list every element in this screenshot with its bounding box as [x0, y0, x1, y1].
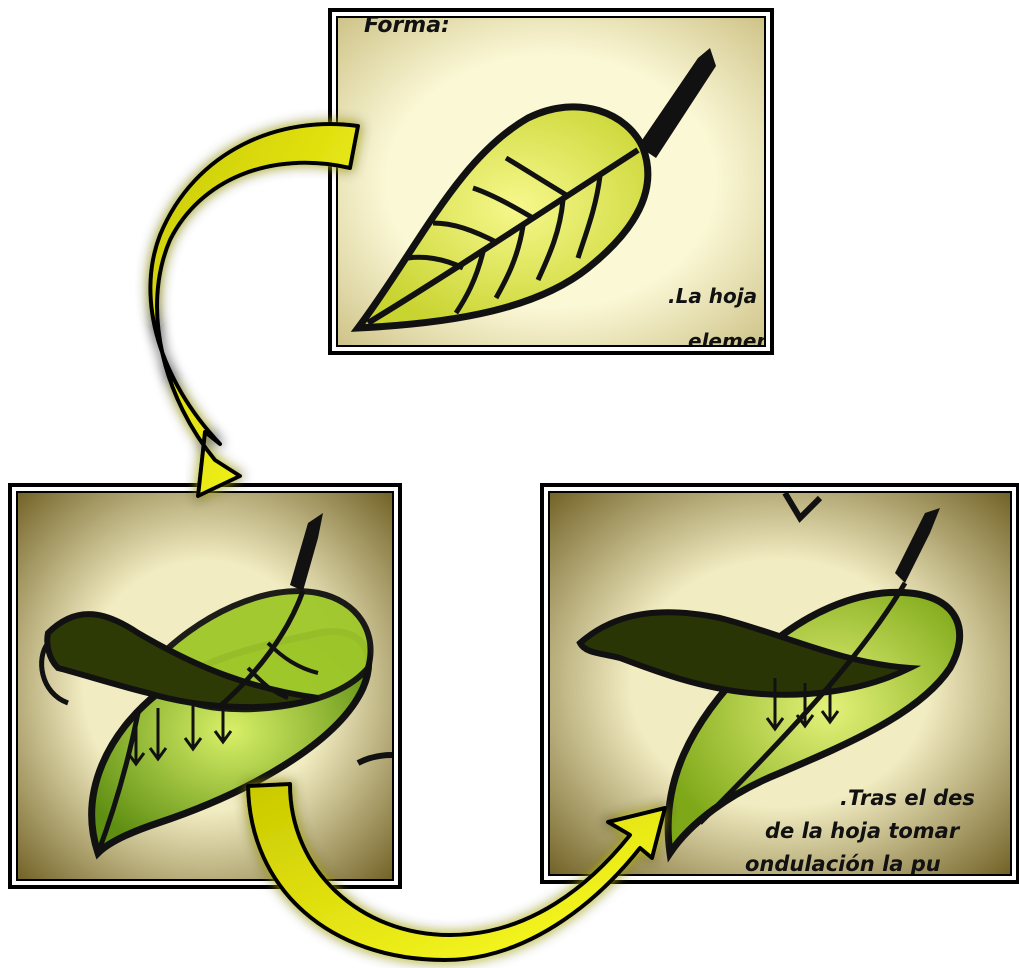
panel-image-area: Forma: .La hoja element: [336, 16, 766, 347]
note-line-1: .Tras el des: [840, 786, 975, 810]
note-line-1: .La hoja: [668, 284, 757, 308]
panel-image-area: [16, 491, 394, 881]
note-line-3: ondulación la pu: [745, 852, 941, 874]
panel-image-area: .Tras el des de la hoja tomar ondulación…: [548, 491, 1012, 876]
leaf-drawing-panel-curled: .Tras el des de la hoja tomar ondulación…: [540, 483, 1019, 884]
curled-leaf-drawing: .Tras el des de la hoja tomar ondulación…: [550, 493, 1010, 874]
curling-leaf-drawing: [18, 493, 392, 879]
note-line-2: element: [688, 329, 764, 345]
leaf-drawing-panel-flat: Forma: .La hoja element: [328, 8, 774, 355]
curved-arrow-top-to-left: [150, 124, 358, 496]
flat-leaf-drawing: Forma: .La hoja element: [338, 18, 764, 345]
note-line-2: de la hoja tomar: [765, 819, 961, 843]
header-text: Forma:: [364, 18, 450, 38]
leaf-drawing-panel-curling: [8, 483, 402, 889]
